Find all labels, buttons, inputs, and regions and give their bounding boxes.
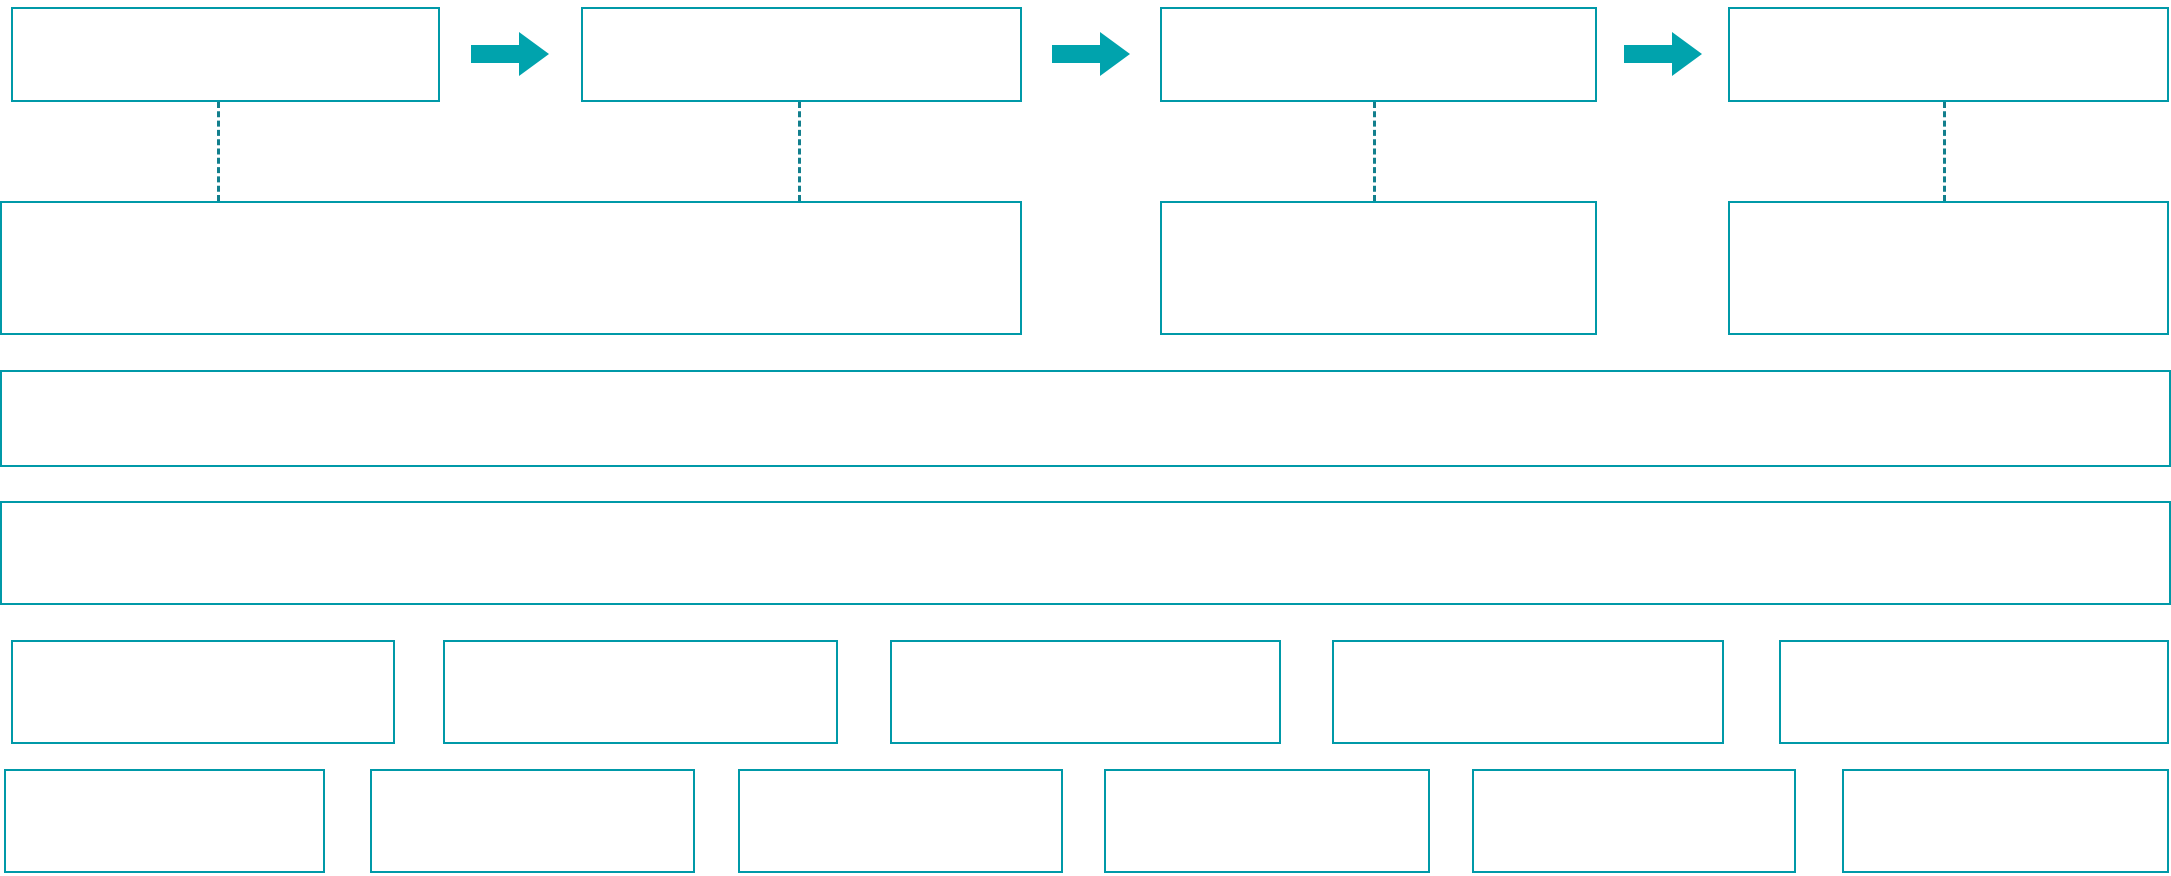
- dashed-connector: [1943, 102, 1946, 201]
- detail-box-3: [1160, 201, 1597, 335]
- dashed-connector: [798, 102, 801, 201]
- dashed-connector: [217, 102, 220, 201]
- dashed-connector: [1373, 102, 1376, 201]
- detail-box-wide: [0, 201, 1022, 335]
- full-width-band-2: [0, 501, 2171, 605]
- flow-step-2-box: [581, 7, 1022, 102]
- arrow-right-icon: [1052, 32, 1130, 76]
- grid-row2-box-1: [4, 769, 325, 873]
- grid-row1-box-5: [1779, 640, 2169, 744]
- full-width-band-1: [0, 370, 2171, 467]
- grid-row1-box-4: [1332, 640, 1724, 744]
- flow-step-1-box: [11, 7, 440, 102]
- flow-step-4-box: [1728, 7, 2169, 102]
- grid-row1-box-2: [443, 640, 838, 744]
- grid-row2-box-3: [738, 769, 1063, 873]
- grid-row2-box-4: [1104, 769, 1430, 873]
- arrow-right-icon: [471, 32, 549, 76]
- grid-row2-box-5: [1472, 769, 1796, 873]
- arrow-right-icon: [1624, 32, 1702, 76]
- grid-row1-box-1: [11, 640, 395, 744]
- grid-row1-box-3: [890, 640, 1281, 744]
- grid-row2-box-2: [370, 769, 695, 873]
- detail-box-4: [1728, 201, 2169, 335]
- grid-row2-box-6: [1842, 769, 2169, 873]
- flow-step-3-box: [1160, 7, 1597, 102]
